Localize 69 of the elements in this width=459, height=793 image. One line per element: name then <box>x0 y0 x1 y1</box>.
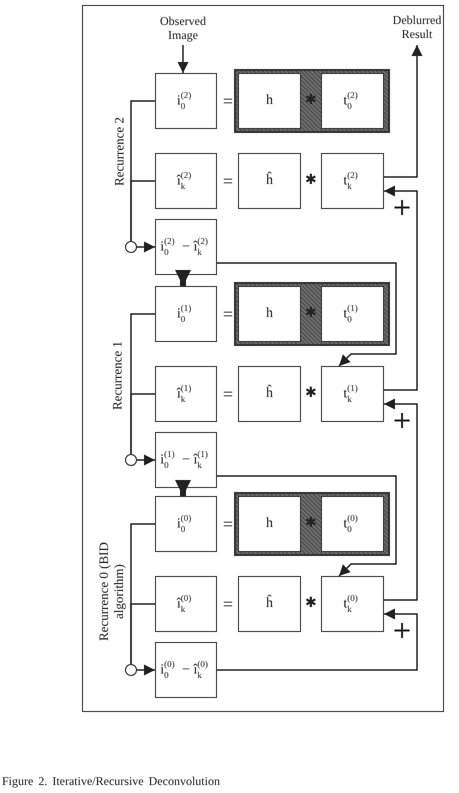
io-label: Deblurred Result <box>390 12 444 44</box>
term-box <box>155 153 217 209</box>
arrow <box>137 242 155 252</box>
term-box <box>238 73 301 129</box>
arrow <box>384 398 418 601</box>
junction-circle <box>125 241 137 253</box>
term-box <box>321 286 384 342</box>
equals-sign: = <box>222 515 234 533</box>
equals-sign: = <box>222 595 234 613</box>
arrow <box>137 664 155 676</box>
arrow <box>217 608 418 671</box>
recurrence-label: Recurrence 0 (BID algorithm) <box>97 542 127 642</box>
convolution-sign: ✱ <box>305 387 317 401</box>
convolution-sign: ✱ <box>305 307 317 321</box>
equals-sign: = <box>222 172 234 190</box>
recurrence-label: Recurrence 1 <box>110 340 126 412</box>
arrow <box>137 454 155 466</box>
highlight-frame <box>234 282 390 346</box>
convolution-sign: ✱ <box>305 174 317 188</box>
highlight-frame <box>234 69 390 133</box>
io-label: Observed Image <box>146 13 220 45</box>
equals-sign: = <box>222 305 234 323</box>
plus-sign: + <box>392 195 412 219</box>
convolution-sign: ✱ <box>305 517 317 531</box>
junction-circle <box>125 454 137 466</box>
arrow <box>178 45 188 73</box>
connector-line <box>130 603 155 664</box>
equals-sign: = <box>222 92 234 110</box>
arrow <box>384 45 422 178</box>
junction-circle <box>125 664 137 676</box>
thick-arrow <box>175 480 191 496</box>
plus-sign: + <box>392 618 412 642</box>
term-box <box>155 576 217 632</box>
convolution-sign: ✱ <box>305 94 317 108</box>
term-box <box>155 642 217 698</box>
math-term: h <box>266 307 273 321</box>
equals-sign: = <box>222 385 234 403</box>
term-box <box>238 366 301 422</box>
term-box <box>155 496 217 552</box>
math-term: ĥ <box>266 387 273 401</box>
term-box <box>155 219 217 275</box>
term-box <box>321 496 384 552</box>
math-term: h <box>266 517 273 531</box>
highlight-frame <box>234 492 390 556</box>
term-box <box>238 576 301 632</box>
term-box <box>238 153 301 209</box>
term-box <box>321 73 384 129</box>
arrow <box>217 475 397 577</box>
term-box <box>238 496 301 552</box>
term-box <box>321 366 384 422</box>
figure-caption: Figure 2. Iterative/Recursive Deconvolution <box>2 774 220 789</box>
arrow <box>384 186 418 391</box>
term-box <box>321 576 384 632</box>
term-box <box>155 432 217 488</box>
math-term: h <box>266 94 273 108</box>
plus-sign: + <box>392 408 412 432</box>
term-box <box>321 153 384 209</box>
term-box <box>155 286 217 342</box>
term-box <box>238 286 301 342</box>
connector-line <box>130 393 155 454</box>
thick-arrow <box>175 270 191 286</box>
connector-line <box>130 180 155 241</box>
recurrence-label: Recurrence 2 <box>112 116 128 188</box>
math-term: ĥ <box>266 174 273 188</box>
arrow <box>217 262 397 367</box>
convolution-sign: ✱ <box>305 597 317 611</box>
term-box <box>155 366 217 422</box>
math-term: ĥ <box>266 597 273 611</box>
term-box <box>155 73 217 129</box>
